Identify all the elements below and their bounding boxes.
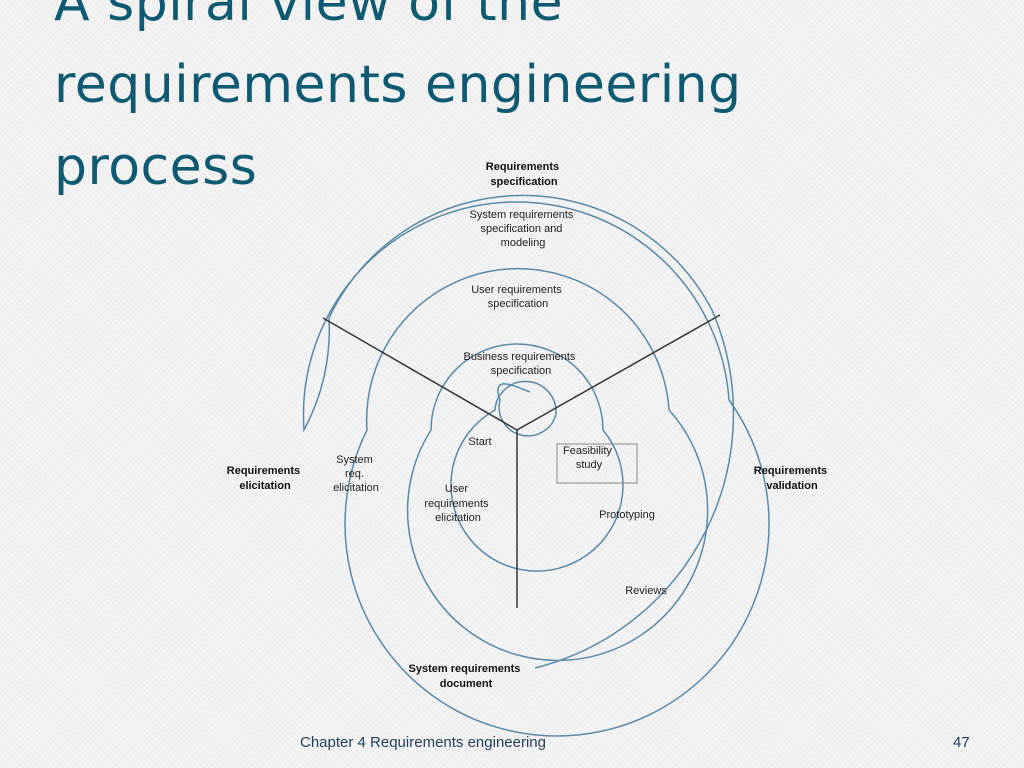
- slide-title-line-1: A spiral view of the: [54, 0, 564, 33]
- footer-chapter: Chapter 4 Requirements engineering: [300, 734, 546, 751]
- label-reviews: Reviews: [625, 585, 667, 597]
- spiral-turn-1: [450, 380, 624, 572]
- footer-page-number: 47: [953, 734, 970, 751]
- label-feasibility-study: Feasibility study: [563, 445, 615, 471]
- axis-line-right: [516, 314, 721, 431]
- spiral-turn-2: [406, 343, 709, 662]
- slide-title-line-2: requirements engineering: [54, 55, 742, 115]
- label-system-req-elicitation: System req. elicitation: [333, 454, 379, 494]
- slide-title: A spiral view of the requirements engine…: [54, 0, 742, 208]
- spiral-turn-4: [302, 201, 730, 433]
- label-business-spec: Business requirements specification: [464, 351, 579, 377]
- axis-line-left: [322, 317, 518, 431]
- label-system-spec-modeling: System requirements specification and mo…: [470, 209, 577, 249]
- label-requirements-validation: Requirements validation: [754, 465, 830, 492]
- label-requirements-elicitation: Requirements elicitation: [227, 465, 303, 492]
- label-requirements-specification: Requirements specification: [486, 161, 562, 188]
- label-prototyping: Prototyping: [599, 509, 655, 521]
- label-user-req-elicitation: User requirements elicitation: [424, 483, 491, 524]
- label-start: Start: [468, 436, 491, 448]
- label-user-spec: User requirements specification: [471, 284, 565, 310]
- label-system-requirements-document: System requirements document: [409, 663, 524, 690]
- slide-title-line-3: process: [54, 137, 258, 197]
- spiral-turn-3: [344, 268, 770, 737]
- spiral-outer: [328, 194, 735, 669]
- feasibility-box: [556, 443, 638, 484]
